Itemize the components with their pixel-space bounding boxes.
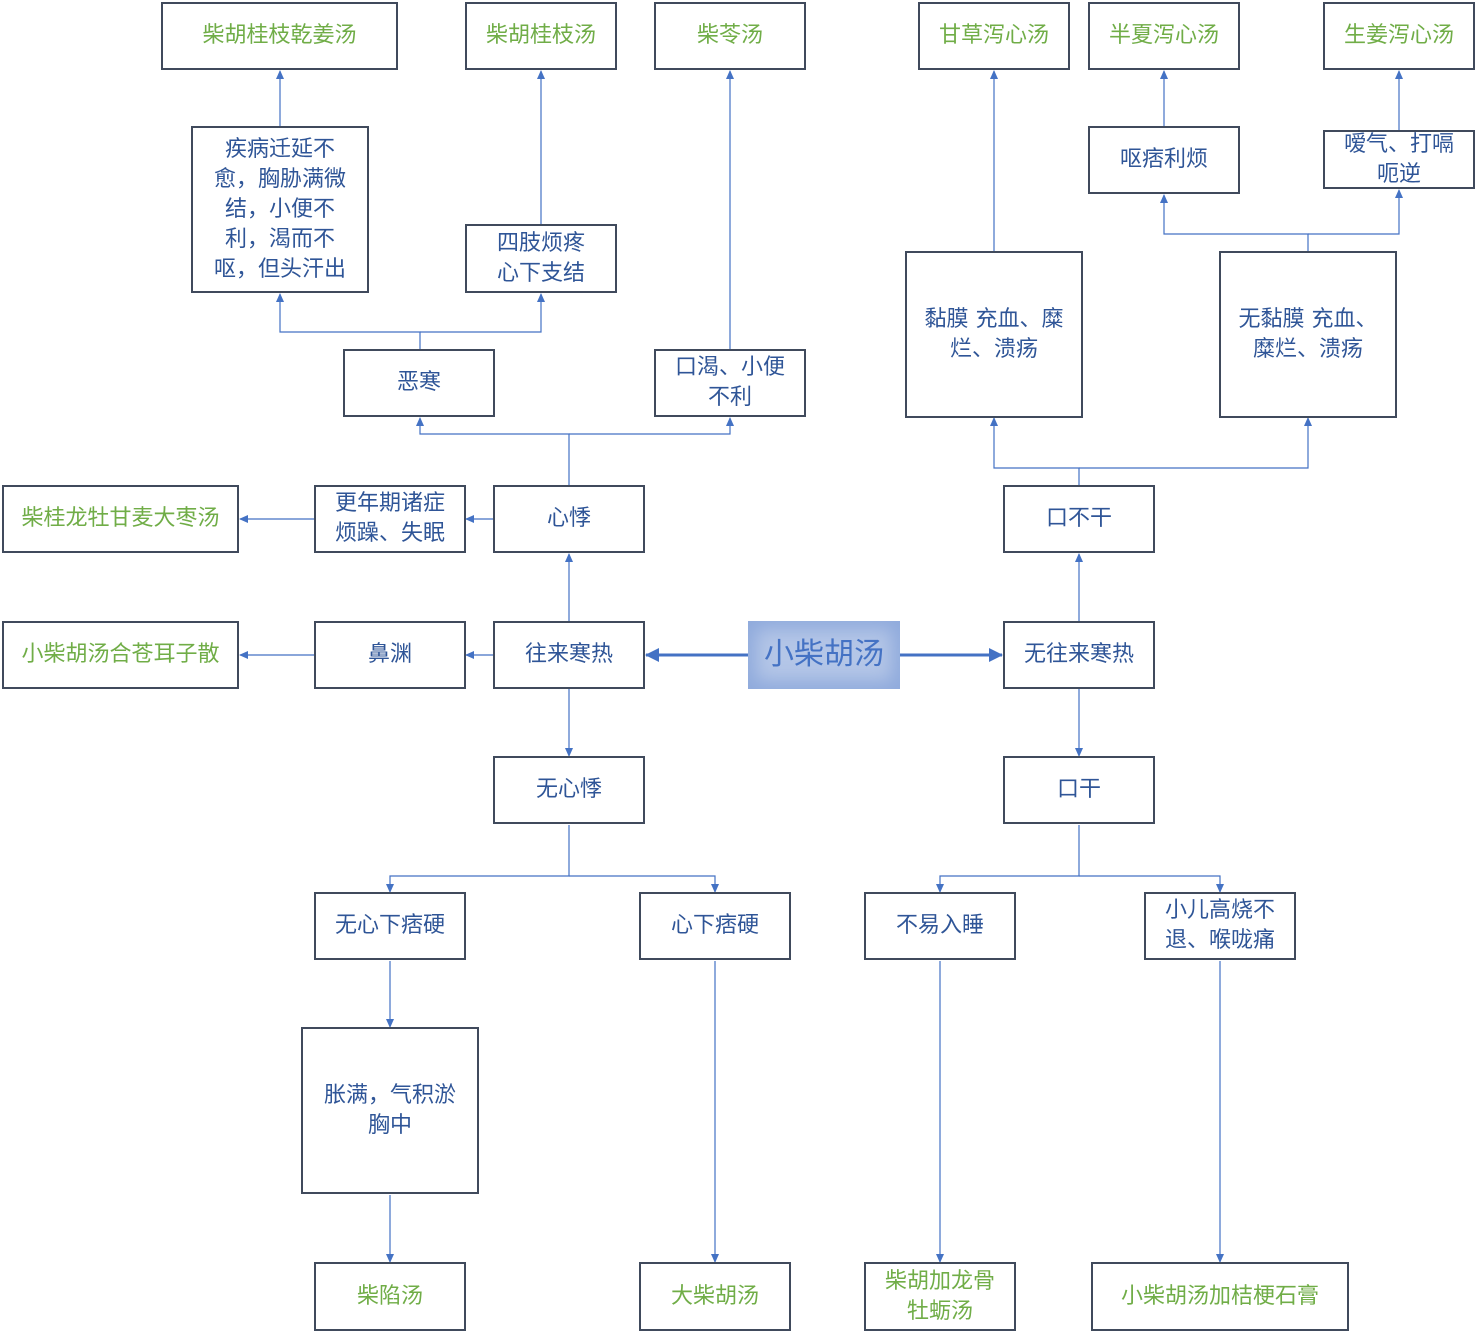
node-menopause: 更年期诸症 烦躁、失眠 (314, 485, 466, 553)
node-no-mucosa: 无黏膜 充血、 糜烂、溃疡 (1219, 251, 1397, 418)
edge-aversion-limbs (420, 293, 545, 333)
edge-dry-insomnia (936, 825, 1080, 893)
node-rhinorrhea: 鼻渊 (314, 621, 466, 689)
node-dry-mouth: 口干 (1003, 756, 1155, 824)
formula-banxia-xiexin: 半夏泻心汤 (1088, 2, 1240, 70)
edge-no-dry-mucosa (990, 417, 1080, 485)
edge-no-dry-no-mucosa (1079, 417, 1312, 469)
formula-chai-gui-longmu: 柴桂龙牡甘麦大枣汤 (2, 485, 239, 553)
edge-no-palpitation-pi (569, 875, 719, 893)
formula-chai-ling: 柴苓汤 (654, 2, 806, 70)
formula-chai-xian: 柴陷汤 (314, 1262, 466, 1331)
node-no-pi-hardness: 无心下痞硬 (314, 892, 466, 960)
edge-no-mucosa-vomit (1160, 194, 1309, 251)
node-palpitation: 心悸 (493, 485, 645, 553)
node-vomit: 呕痞利烦 (1088, 126, 1240, 194)
formula-da-chaihu: 大柴胡汤 (639, 1262, 791, 1331)
node-no-dry-mouth: 口不干 (1003, 485, 1155, 553)
node-belch: 嗳气、打嗝 呃逆 (1323, 130, 1475, 189)
node-chronic-illness: 疾病迁延不 愈，胸胁满微 结，小便不 利，渴而不 呕，但头汗出 (191, 126, 369, 293)
formula-chaihu-guizhi-ganjiang: 柴胡桂枝乾姜汤 (161, 2, 398, 70)
formula-gancao-xiexin: 甘草泻心汤 (918, 2, 1070, 70)
node-distension: 胀满，气积淤 胸中 (301, 1027, 479, 1194)
node-limb-pain: 四肢烦疼 心下支结 (465, 224, 617, 293)
formula-shengjiang-xiexin: 生姜泻心汤 (1323, 2, 1475, 70)
edge-dry-child-fever (1079, 875, 1224, 893)
node-child-fever: 小儿高烧不 退、喉咙痛 (1144, 892, 1296, 960)
edge-palpitation-aversion (416, 417, 570, 485)
node-no-alternating-chills-fever: 无往来寒热 (1003, 621, 1155, 689)
edge-no-palpitation-no-pi (386, 825, 570, 893)
formula-jiegeng-shigao: 小柴胡汤加桔梗石膏 (1091, 1262, 1349, 1331)
edge-palpitation-thirst (569, 417, 734, 435)
node-insomnia: 不易入睡 (864, 892, 1016, 960)
node-aversion-cold: 恶寒 (343, 349, 495, 417)
edge-aversion-chronic (276, 293, 421, 349)
edge-no-mucosa-belch (1308, 189, 1403, 235)
node-alternating-chills-fever: 往来寒热 (493, 621, 645, 689)
node-mucosa: 黏膜 充血、糜 烂、溃疡 (905, 251, 1083, 418)
formula-chaihu-guizhi: 柴胡桂枝汤 (465, 2, 617, 70)
node-pi-hardness: 心下痞硬 (639, 892, 791, 960)
root-node: 小柴胡汤 (748, 621, 900, 689)
formula-cangerzi: 小柴胡汤合苍耳子散 (2, 621, 239, 689)
formula-chaihu-longgu-muli: 柴胡加龙骨 牡蛎汤 (864, 1262, 1016, 1331)
node-thirst-urine: 口渴、小便 不利 (654, 349, 806, 417)
node-no-palpitation: 无心悸 (493, 756, 645, 824)
